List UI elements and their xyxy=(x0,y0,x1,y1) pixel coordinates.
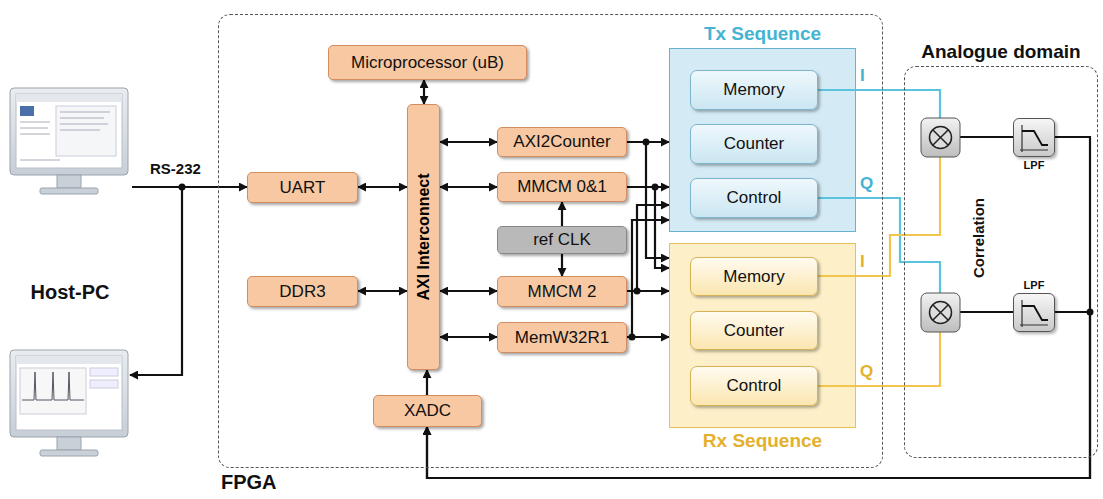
box-label: Microprocessor (uB) xyxy=(351,53,504,73)
analogue-region: Analogue domainLPFLPF xyxy=(904,66,1098,458)
connector xyxy=(627,142,669,258)
sequence-block: Counter xyxy=(690,124,818,164)
sequence-block: Memory xyxy=(690,70,818,110)
box-label: ref CLK xyxy=(533,230,591,250)
clock-box: ref CLK xyxy=(497,226,627,254)
monitor-icon xyxy=(10,88,128,194)
mixer-output-wires xyxy=(960,137,1013,312)
sequence-group: Tx SequenceMemoryCounterControl xyxy=(669,48,856,232)
connector xyxy=(440,290,497,292)
lowpass-symbol xyxy=(1014,294,1054,331)
signal-name: Q xyxy=(860,174,873,194)
monitor-icon xyxy=(10,350,128,456)
connector xyxy=(561,254,563,276)
connector xyxy=(440,336,497,338)
sequence-block: Control xyxy=(690,178,818,218)
box-heading: LPF xyxy=(1004,159,1064,171)
sequence-block: Memory xyxy=(690,257,818,296)
computer-node: Host-PC xyxy=(8,86,132,310)
connector xyxy=(440,186,497,188)
box-heading: AXI Interconnect xyxy=(415,173,433,300)
filter-box: LPF xyxy=(1013,118,1055,157)
box-label: Counter xyxy=(724,321,784,341)
mixer-symbol xyxy=(921,118,960,157)
connector xyxy=(358,290,407,292)
box-heading: FPGA xyxy=(221,471,277,494)
box-label: MemW32R1 xyxy=(515,328,609,348)
connector xyxy=(358,186,407,188)
box-label: MMCM 0&1 xyxy=(517,177,607,197)
connector xyxy=(561,202,563,226)
signal-name: I xyxy=(860,252,865,272)
process-box: MMCM 0&1 xyxy=(497,172,627,202)
box-label: Control xyxy=(727,188,782,208)
fpga-region: FPGAMicroprocessor (uB)AXI InterconnectU… xyxy=(218,14,883,468)
process-box: DDR3 xyxy=(247,276,358,307)
connector xyxy=(627,187,669,268)
connector-label: RS-232 xyxy=(150,160,201,177)
lowpass-symbol xyxy=(1014,119,1054,156)
box-label: MMCM 2 xyxy=(528,282,597,302)
signal-name: Q xyxy=(860,362,873,382)
box-label: DDR3 xyxy=(279,282,325,302)
annotation-label: Correlation xyxy=(970,198,987,278)
box-heading: Analogue domain xyxy=(905,41,1097,63)
signal-name: I xyxy=(860,66,865,86)
connector xyxy=(426,370,428,395)
connector xyxy=(627,336,669,338)
connector xyxy=(627,205,669,291)
box-heading: Host-PC xyxy=(8,281,132,304)
junction-dots xyxy=(179,139,1094,341)
box-label: Memory xyxy=(723,80,784,100)
sequence-block: Control xyxy=(690,366,818,406)
connector xyxy=(440,141,497,143)
process-box: MemW32R1 xyxy=(497,322,627,353)
sequence-block: Counter xyxy=(690,311,818,350)
connector xyxy=(427,137,1090,478)
serial-branch-wire xyxy=(130,187,182,375)
box-label: Memory xyxy=(723,267,784,287)
process-box: AXI2Counter xyxy=(497,127,627,157)
box-heading: LPF xyxy=(1014,279,1054,291)
tx-fill xyxy=(669,48,856,232)
process-box: Microprocessor (uB) xyxy=(328,45,527,80)
connector xyxy=(132,186,247,188)
rx-fill xyxy=(669,243,856,428)
box-label: XADC xyxy=(404,401,451,421)
filter-box: LPF xyxy=(1013,293,1055,332)
box-label: Control xyxy=(727,376,782,396)
box-heading: Tx Sequence xyxy=(670,23,855,45)
sequence-group: Rx SequenceMemoryCounterControl xyxy=(669,243,856,428)
box-heading: Rx Sequence xyxy=(660,430,865,452)
box-label: Counter xyxy=(724,134,784,154)
box-label: AXI2Counter xyxy=(513,132,610,152)
box-label: UART xyxy=(280,178,326,198)
process-box: XADC xyxy=(373,395,482,427)
connector xyxy=(423,80,425,104)
connector xyxy=(427,312,1090,478)
process-box: UART xyxy=(247,172,358,203)
bus-box: AXI Interconnect xyxy=(407,104,440,370)
process-box: MMCM 2 xyxy=(497,276,627,307)
mixer-symbol xyxy=(921,293,960,332)
connector xyxy=(627,220,669,337)
